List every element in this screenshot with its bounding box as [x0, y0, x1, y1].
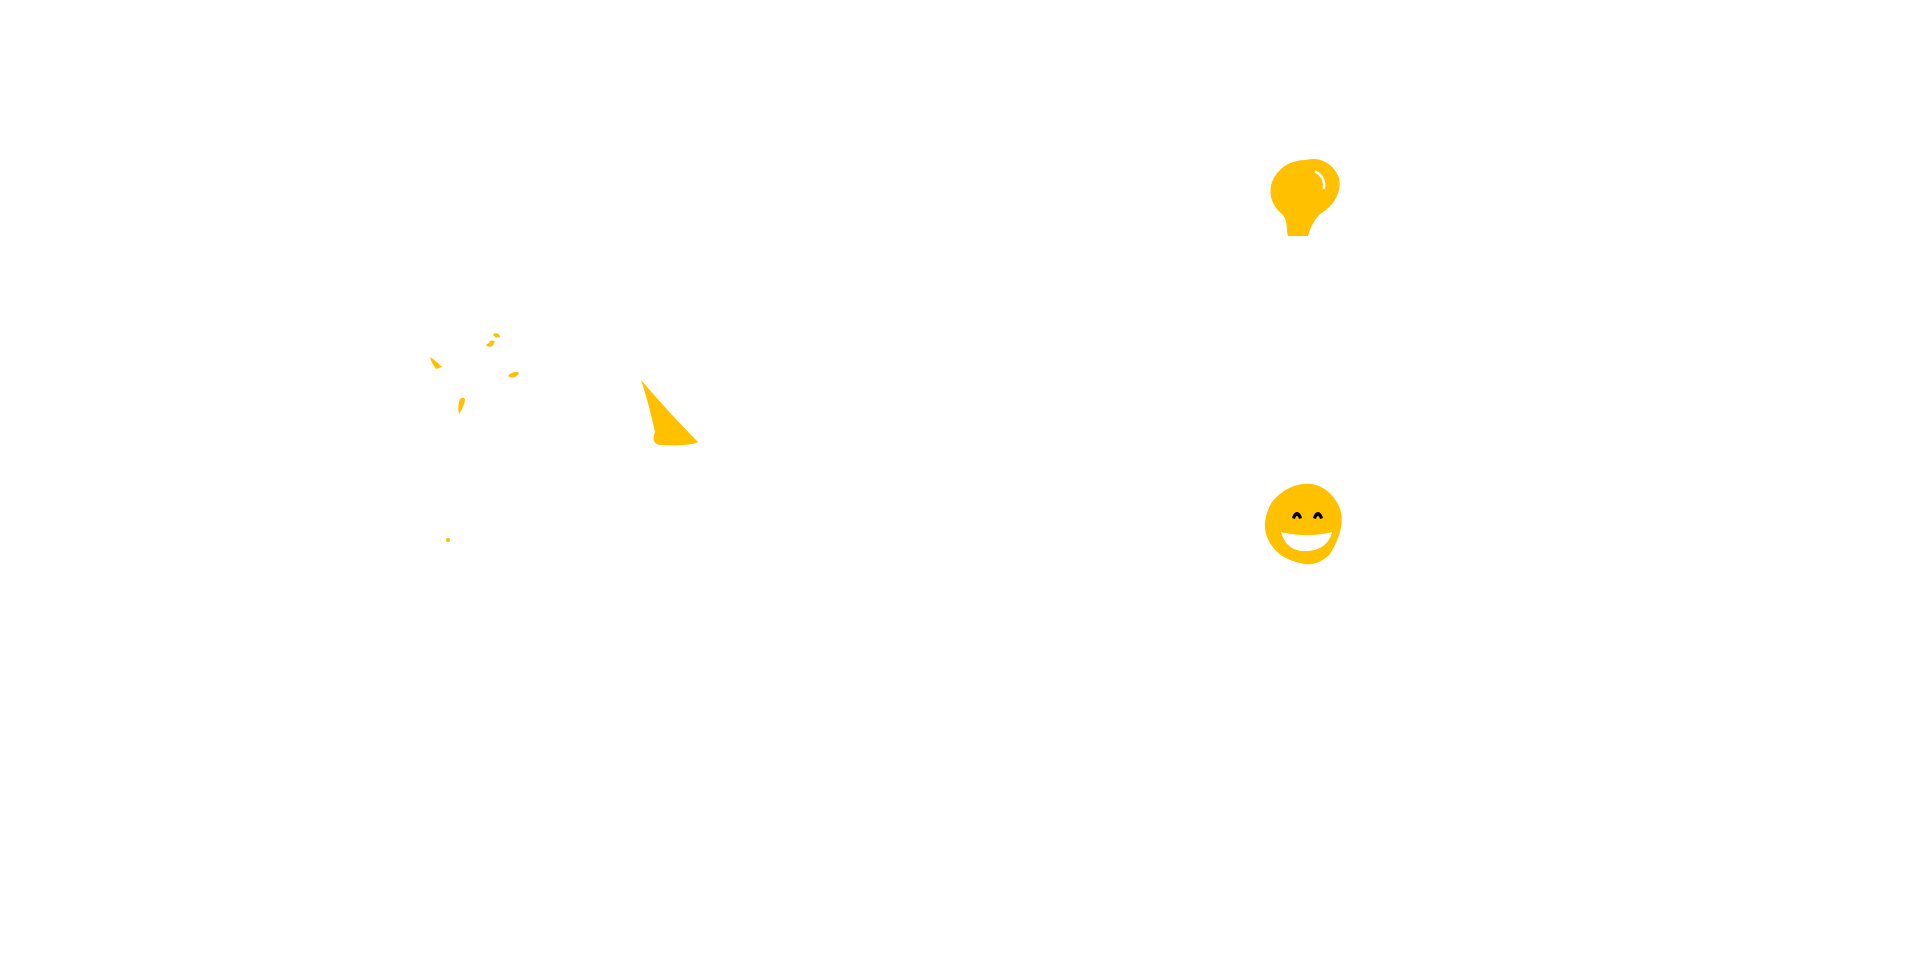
- lightbulb-bulb: [1270, 158, 1340, 236]
- smiley-mouth: [1281, 532, 1332, 552]
- confetti-piece: [458, 397, 465, 414]
- confetti-dot: [446, 538, 450, 542]
- lightbulb-glint: [1314, 170, 1326, 190]
- smiley-head: [1264, 483, 1342, 565]
- confetti-piece: [508, 372, 519, 378]
- smiley-right-eye: [1313, 512, 1323, 519]
- confetti-piece: [489, 340, 495, 344]
- grinning-face-icon: [1264, 483, 1342, 565]
- confetti-piece: [493, 333, 500, 338]
- confetti-piece: [430, 357, 442, 369]
- popper-cone: [641, 380, 698, 446]
- lightbulb-icon: [1270, 158, 1340, 236]
- confetti-piece: [486, 342, 494, 347]
- party-popper-icon: [430, 333, 698, 542]
- smiley-left-eye: [1292, 512, 1302, 519]
